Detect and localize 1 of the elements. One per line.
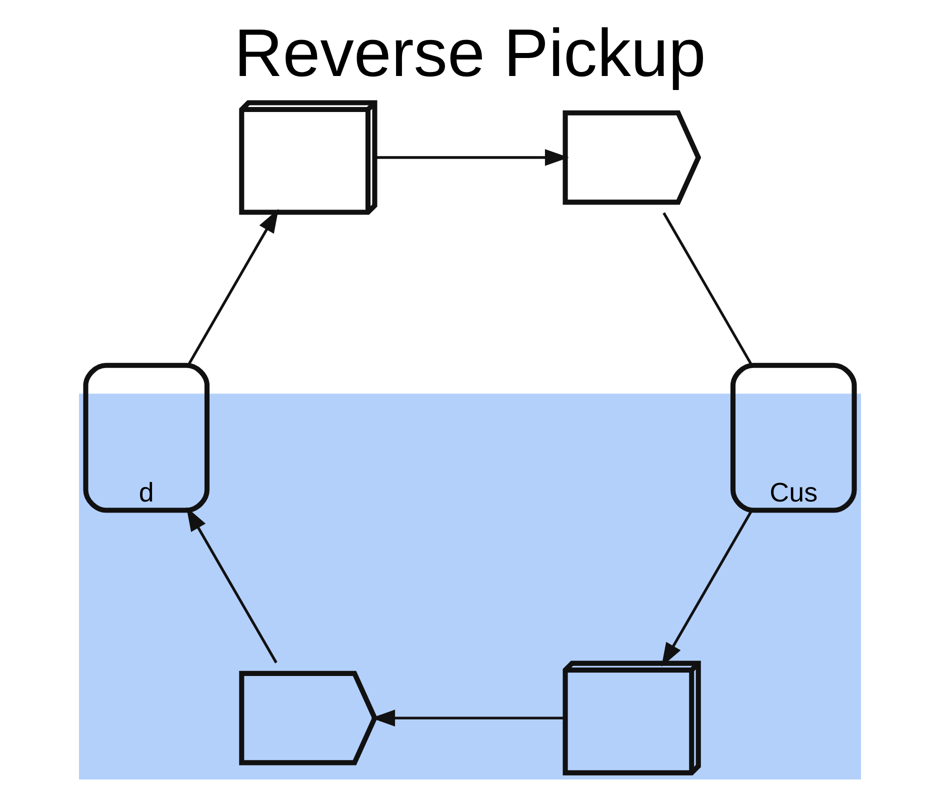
diagram-title: Reverse Pickup [234,16,706,91]
